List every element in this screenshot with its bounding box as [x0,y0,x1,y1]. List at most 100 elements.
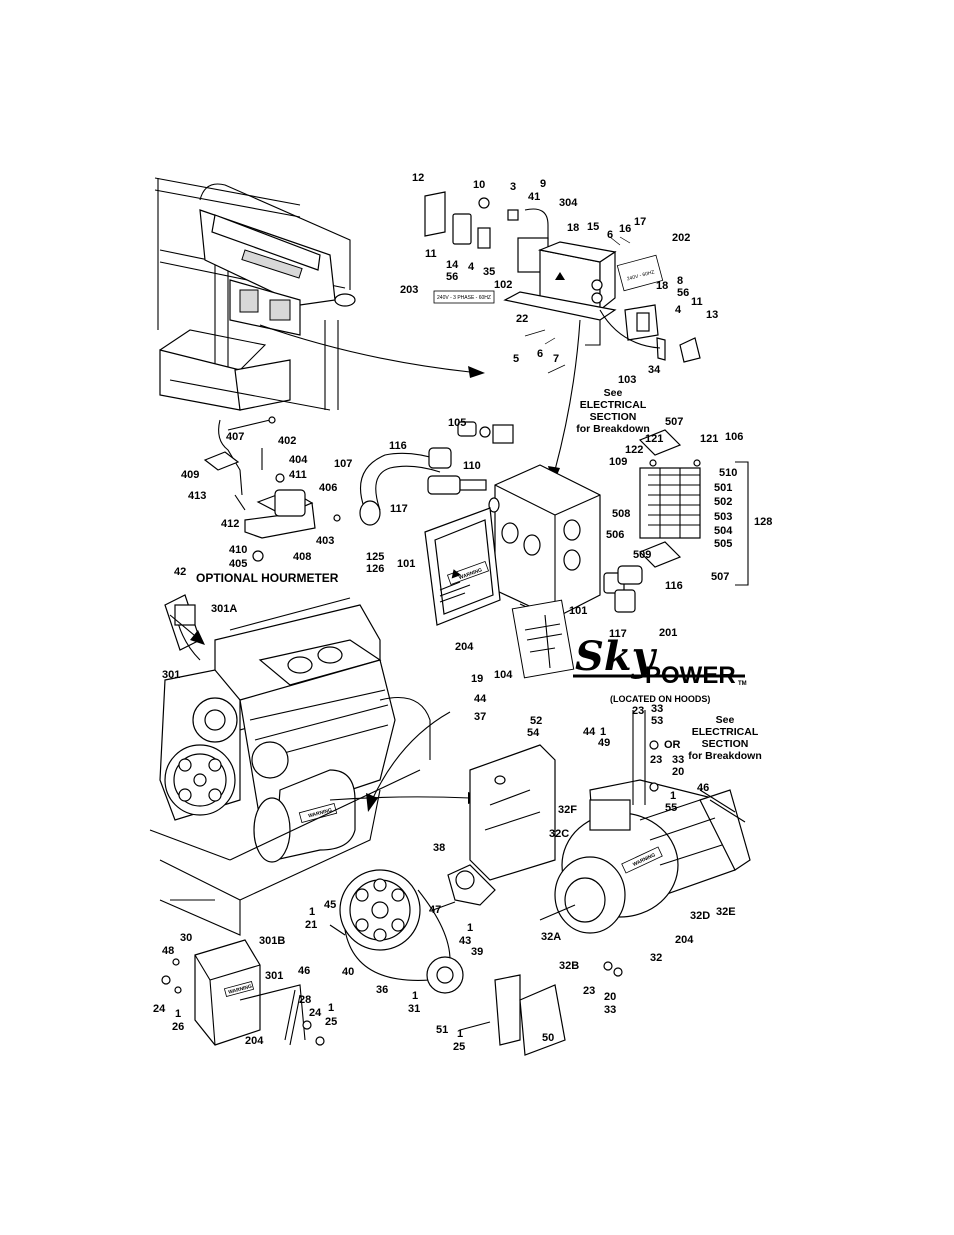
callout-503: 503 [714,511,732,523]
callout-11: 11 [425,248,437,260]
callout-510: 510 [719,467,737,479]
callout-9: 9 [540,178,546,190]
callout-508: 508 [612,508,630,520]
callout-46b: 46 [298,965,310,977]
callout-101a: 101 [397,558,415,570]
engine-illustration: WARNING [149,594,431,936]
callout-37: 37 [474,711,486,723]
callout-32E: 32E [716,906,736,918]
callout-505: 505 [714,538,732,550]
callout-26: 26 [172,1021,184,1033]
see-electrical-top-line4: for Breakdown [576,423,650,435]
callout-106: 106 [725,431,743,443]
callout-33b: 33 [672,754,684,766]
callout-110: 110 [463,460,481,472]
hourmeter-assembly [203,416,341,562]
callout-121a: 121 [645,433,663,445]
callout-1b: 1 [670,790,676,802]
callout-128: 128 [754,516,772,528]
callout-107: 107 [334,458,352,470]
callout-507b: 507 [711,571,729,583]
callout-45: 45 [324,899,336,911]
callout-48: 48 [162,945,174,957]
callout-405: 405 [229,558,247,570]
callout-121b: 121 [700,433,718,445]
callout-51: 51 [436,1024,448,1036]
callout-44a: 44 [474,693,487,705]
callout-406: 406 [319,482,337,494]
or-label: OR [664,739,681,751]
callout-54: 54 [527,727,540,739]
callout-32F: 32F [558,804,577,816]
callout-18: 18 [567,222,579,234]
callout-404: 404 [289,454,308,466]
callout-1d: 1 [467,922,473,934]
callout-117b: 117 [609,628,627,640]
bracket-52 [469,744,556,881]
callout-116a: 116 [389,440,407,452]
optional-hourmeter-label: OPTIONAL HOURMETER [196,571,339,585]
callout-509: 509 [633,549,651,561]
callout-408: 408 [293,551,311,563]
see-electrical-top-line2: ELECTRICAL [580,399,647,411]
pointer-arrow-controlbox [554,319,581,471]
decal-203-text: 240V - 3 PHASE - 60HZ [437,295,491,301]
see-electrical-right-line3: SECTION [702,738,749,750]
callout-32A: 32A [541,931,561,943]
callout-25a: 25 [325,1016,337,1028]
callout-13: 13 [706,309,718,321]
callout-35: 35 [483,266,495,278]
callout-301c: 301 [265,970,283,982]
callout-1e: 1 [412,990,418,1002]
callout-43: 43 [459,935,471,947]
see-electrical-right-line4: for Breakdown [688,750,762,762]
sky-text: Sky [575,633,658,680]
callout-409: 409 [181,469,199,481]
callout-33a: 33 [651,703,663,715]
callout-labels: 12 10 3 9 41 304 18 15 6 16 17 202 11 14… [153,172,772,1053]
callout-19: 19 [471,673,483,685]
callout-504: 504 [714,525,733,537]
callout-22: 22 [516,313,528,325]
callout-102: 102 [494,279,512,291]
callout-117a: 117 [390,503,408,515]
callout-24a: 24 [153,1003,166,1015]
callout-1g: 1 [328,1002,334,1014]
callout-53: 53 [651,715,663,727]
callout-20a: 20 [672,766,684,778]
callout-501: 501 [714,482,732,494]
callout-4: 4 [468,261,475,273]
callout-33c: 33 [604,1004,616,1016]
callout-403: 403 [316,535,334,547]
pointer-arrow-frame [259,324,471,373]
pointer-arrow-to-engine [371,711,451,801]
callout-412: 412 [221,518,239,530]
callout-46a: 46 [697,782,709,794]
callout-12: 12 [412,172,424,184]
callout-41: 41 [528,191,540,203]
callout-40: 40 [342,966,354,978]
callout-42: 42 [174,566,186,578]
electrical-box-assembly: WARNING [359,421,643,640]
callout-103: 103 [618,374,636,386]
callout-1c: 1 [309,906,315,918]
cover-plate-12 [424,191,446,237]
callout-25b: 25 [453,1041,465,1053]
callout-3: 3 [510,181,516,193]
callout-44b: 44 [583,726,596,738]
callout-16: 16 [619,223,631,235]
callout-104: 104 [494,669,513,681]
callout-204a: 204 [455,641,474,653]
callout-1a: 1 [600,726,606,738]
callout-56: 56 [446,271,458,283]
callout-4b: 4 [675,304,682,316]
tm-text: TM [738,681,747,687]
callout-507a: 507 [665,416,683,428]
skypower-decal-201: Sky POWER TM [511,599,747,689]
callout-407: 407 [226,431,244,443]
callout-56b: 56 [677,287,689,299]
callout-32C: 32C [549,828,569,840]
callout-502: 502 [714,496,732,508]
callout-15: 15 [587,221,599,233]
